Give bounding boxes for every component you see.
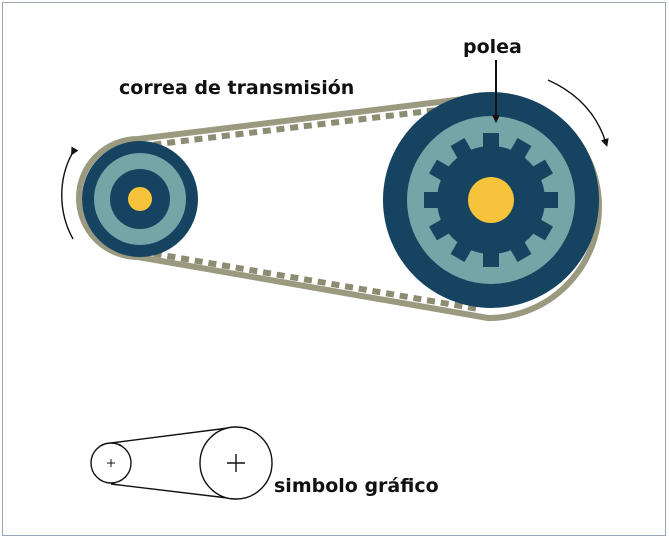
belt-tooth [453, 301, 463, 310]
belt-tooth [166, 252, 176, 261]
gear-tooth [483, 133, 499, 149]
belt-tooth [412, 294, 422, 303]
gear-tooth [428, 159, 451, 182]
belt-tooth [166, 139, 176, 146]
belt-tooth [358, 115, 367, 123]
gear-tooth [483, 251, 499, 267]
belt-tooth [248, 129, 258, 136]
belt-tooth [344, 117, 354, 125]
belt-tooth [371, 287, 381, 296]
belt-tooth [330, 280, 340, 289]
large-pulley [383, 92, 599, 308]
belt-tooth [289, 124, 299, 131]
belt-tooth [412, 109, 422, 116]
belt-tooth [399, 110, 408, 118]
belt-tooth [385, 112, 395, 120]
belt-tooth [221, 262, 231, 270]
belt-tooth [330, 119, 340, 126]
plus-icon [107, 459, 115, 467]
belt-tooth [194, 135, 203, 143]
curved-arrow-icon [547, 79, 609, 147]
belt-tooth [235, 264, 245, 272]
curved-arrow-icon [61, 146, 79, 240]
gear-tooth [531, 159, 554, 182]
belt-tooth [344, 283, 354, 291]
gear-tooth [509, 137, 532, 160]
gear-tooth [450, 240, 473, 263]
belt-tooth [207, 134, 217, 141]
belt-tooth [385, 290, 395, 298]
graphic-symbol [90, 426, 273, 500]
plus-icon [227, 454, 245, 472]
belt-tooth [194, 257, 204, 265]
belt-tooth [358, 285, 368, 293]
gear-tooth [542, 192, 558, 208]
gear-tooth [424, 192, 440, 208]
belt-label: correa de transmisión [119, 77, 355, 99]
gear-tooth [509, 240, 532, 263]
gear-tooth [531, 218, 554, 241]
belt-tooth [262, 127, 272, 135]
belt-tooth [440, 299, 450, 307]
belt-teeth-lower [153, 250, 477, 312]
belt-tooth [317, 120, 326, 128]
small-pulley [82, 141, 198, 257]
gear-tooth [450, 137, 473, 160]
belt-tooth [180, 137, 190, 145]
belt-tooth [371, 114, 381, 121]
belt-tooth [221, 132, 231, 140]
belt-tooth [426, 297, 436, 305]
belt-tooth [317, 278, 327, 286]
gear-tooth [428, 218, 451, 241]
pulley-label: polea [463, 36, 522, 58]
belt-tooth [276, 271, 286, 279]
belt-tooth [235, 130, 244, 138]
belt-tooth [248, 266, 258, 275]
belt-tooth [180, 255, 190, 263]
belt-tooth [303, 122, 313, 130]
belt-tooth [276, 125, 285, 133]
symbol-label: simbolo gráfico [274, 475, 439, 497]
belt-tooth [207, 259, 217, 268]
belt-tooth [399, 292, 409, 300]
belt-tooth [289, 273, 299, 282]
belt-tooth [303, 276, 313, 284]
belt-tooth [262, 269, 272, 277]
